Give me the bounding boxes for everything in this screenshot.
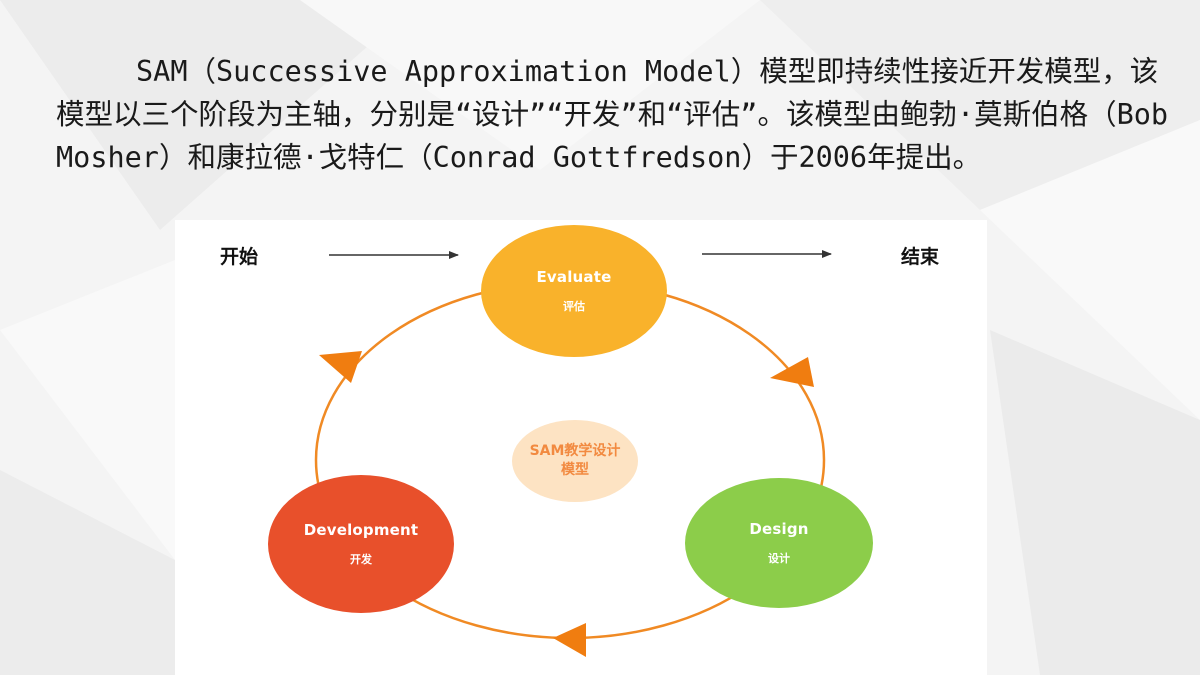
design-node: Design 设计 (685, 478, 873, 608)
evaluate-subtitle: 评估 (563, 300, 585, 313)
center-model-node: SAM教学设计模型 (512, 420, 638, 502)
center-model-label: SAM教学设计模型 (529, 443, 621, 478)
sam-cycle-diagram: 开始 结束 Evaluate 评估 Development 开发 Design … (175, 220, 987, 675)
intro-paragraph: SAM（Successive Approximation Model）模型即持续… (56, 55, 1169, 174)
end-label: 结束 (901, 246, 940, 268)
cycle-arrowhead-evaluate-to-design (770, 357, 814, 387)
development-title: Development (303, 521, 419, 539)
design-subtitle: 设计 (768, 552, 790, 565)
development-subtitle: 开发 (350, 553, 372, 566)
evaluate-title: Evaluate (536, 268, 612, 286)
cycle-arrowhead-design-to-development (553, 623, 586, 657)
start-label: 开始 (220, 246, 259, 268)
development-node: Development 开发 (268, 475, 454, 613)
cycle-arrowhead-development-to-evaluate (319, 351, 362, 383)
evaluate-node: Evaluate 评估 (481, 225, 667, 357)
design-title: Design (749, 520, 809, 538)
